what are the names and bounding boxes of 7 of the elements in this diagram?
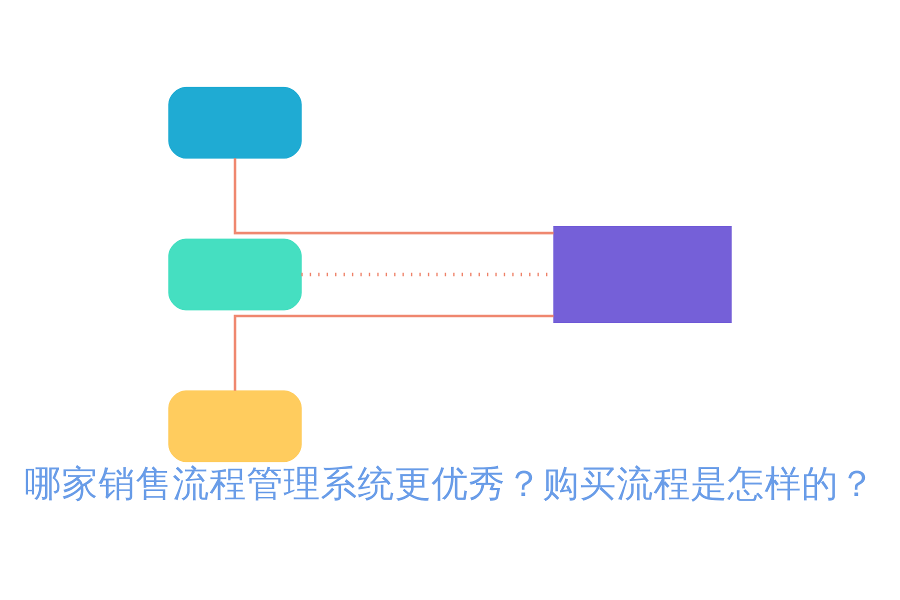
- connector: [234, 314, 554, 390]
- node-box: [553, 226, 732, 322]
- node-box: [168, 86, 302, 158]
- node-box: [168, 238, 302, 310]
- diagram-title: 哪家销售流程管理系统更优秀？购买流程是怎样的？: [24, 462, 876, 505]
- connector: [234, 158, 554, 234]
- node-box: [168, 390, 302, 462]
